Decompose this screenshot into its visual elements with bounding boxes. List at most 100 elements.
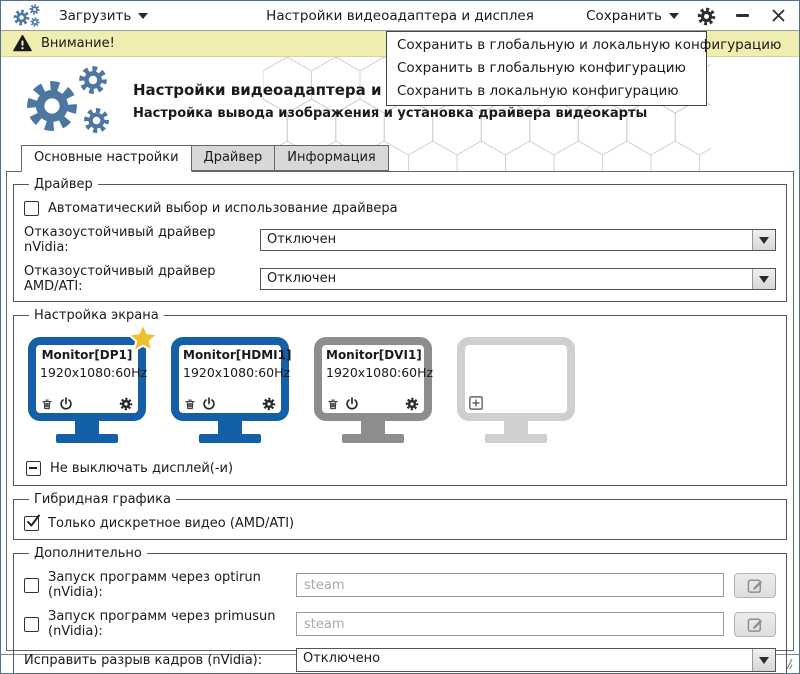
settings-gear-button[interactable] [697,7,716,25]
monitor-card-dvi1[interactable]: Monitor[DVI1] 1920x1080:60Hz [314,337,434,445]
gear-icon [405,397,419,411]
menu-item-save-local[interactable]: Сохранить в локальную конфигурацию [397,83,679,99]
gear-icon [697,7,716,25]
chevron-down-icon [138,12,149,24]
close-button[interactable] [769,7,787,25]
nvidia-failsafe-select[interactable]: Отключен [260,229,776,251]
power-icon[interactable] [59,397,73,411]
nvidia-failsafe-value: Отключен [267,232,337,247]
monitor-name: Monitor[DVI1] [326,348,422,362]
menu-item-save-global-and-local[interactable]: Сохранить в глобальную и локальную конфи… [397,37,782,53]
amd-failsafe-select[interactable]: Отключен [260,268,776,290]
optirun-checkbox[interactable] [24,577,39,593]
monitor-base [199,434,261,443]
primusun-edit-button[interactable] [734,611,776,637]
monitor-card-hdmi1[interactable]: Monitor[HDMI1] 1920x1080:60Hz [171,337,292,445]
discrete-only-checkbox[interactable] [24,514,40,531]
warning-text: Внимание! [41,36,115,51]
monitor-base [485,434,547,443]
extra-group: Дополнительно Запуск программ через opti… [13,546,787,673]
monitor-settings-button[interactable] [262,397,276,411]
page-subtitle: Настройка вывода изображения и установка… [133,106,648,121]
main-panel: Драйвер Автоматический выбор и использов… [6,171,794,673]
tab-main-settings[interactable]: Основные настройки [21,145,192,172]
monitor-list: Monitor[DP1] 1920x1080:60Hz [28,323,776,445]
driver-group: Драйвер Автоматический выбор и использов… [13,177,787,302]
page-title: Настройки видеоадаптера и дисплея [133,81,460,99]
trash-icon[interactable] [184,398,196,411]
monitor-settings-button[interactable] [119,397,133,411]
chevron-down-icon [759,237,769,249]
amd-failsafe-value: Отключен [267,271,337,286]
close-icon [771,9,785,22]
monitor-card-empty[interactable] [457,337,575,445]
edit-pencil-icon [747,579,762,593]
tab-driver[interactable]: Драйвер [190,145,276,171]
discrete-only-label: Только дискретное видео (AMD/ATI) [48,516,295,531]
dropdown-arrow-button[interactable] [752,230,775,250]
window-title: Настройки видеоадаптера и дисплея [266,7,534,24]
auto-driver-label: Автоматический выбор и использование дра… [48,201,398,216]
monitor-resolution: 1920x1080:60Hz [183,365,291,380]
dropdown-arrow-button[interactable] [752,649,775,671]
chevron-down-icon [759,276,769,288]
dropdown-arrow-button[interactable] [752,269,775,289]
power-icon[interactable] [202,397,216,411]
gear-icon [119,397,133,411]
monitor-stand [361,421,385,434]
monitor-stand [504,421,528,434]
warning-icon [13,35,32,52]
monitor-settings-button[interactable] [405,397,419,411]
hybrid-group: Гибридная графика Только дискретное виде… [13,492,787,540]
extra-group-legend: Дополнительно [34,546,142,561]
optirun-label: Запуск программ через optirun (nVidia): [48,570,261,600]
chevron-down-icon [669,12,679,24]
monitor-base [56,434,118,443]
resize-grip[interactable] [781,657,794,670]
primusun-command-input[interactable] [296,612,724,636]
load-menu-button[interactable]: Загрузить [59,7,149,24]
hybrid-group-legend: Гибридная графика [34,492,171,507]
minimize-button[interactable] [733,7,751,25]
screen-group: Настройка экрана Monitor[DP1] 1920x1080:… [13,308,787,486]
monitor-resolution: 1920x1080:60Hz [40,365,148,380]
auto-driver-checkbox[interactable] [24,201,39,216]
keep-display-on-checkbox[interactable] [26,461,41,476]
primusun-label: Запуск программ через primusun (nVidia): [48,609,276,639]
monitor-stand [75,421,99,434]
power-icon[interactable] [345,397,359,411]
keep-display-on-label: Не выключать дисплей(-и) [50,461,234,476]
chevron-down-icon [759,657,769,669]
menu-item-save-global[interactable]: Сохранить в глобальную конфигурацию [397,60,686,76]
monitor-name: Monitor[DP1] [41,348,133,362]
optirun-command-input[interactable] [296,573,724,597]
plus-square-icon [469,396,483,410]
monitor-resolution: 1920x1080:60Hz [326,365,434,380]
save-menu-label: Сохранить [586,7,662,24]
amd-failsafe-label: Отказоустойчивый драйвер AMD/ATI: [24,264,216,294]
check-icon [27,514,40,527]
app-logo-gears-icon [13,3,43,28]
screen-group-legend: Настройка экрана [34,308,159,323]
tearing-fix-select[interactable]: Отключено [296,648,776,672]
save-menu-button[interactable]: Сохранить [586,8,679,24]
load-menu-label: Загрузить [59,7,132,24]
gear-icon [262,397,276,411]
optirun-edit-button[interactable] [734,572,776,598]
trash-icon[interactable] [327,398,339,411]
trash-icon[interactable] [41,398,53,411]
add-monitor-button[interactable] [469,396,483,410]
title-bar: Настройки видеоадаптера и дисплея Загруз… [1,1,799,31]
tab-information[interactable]: Информация [274,145,389,171]
driver-group-legend: Драйвер [34,177,93,192]
edit-pencil-icon [747,618,762,632]
tab-bar: Основные настройки Драйвер Информация [1,145,799,172]
monitor-name: Monitor[HDMI1] [183,348,292,362]
monitor-card-dp1[interactable]: Monitor[DP1] 1920x1080:60Hz [28,323,159,445]
monitor-stand [218,421,242,434]
header-gears-icon [25,65,117,137]
primusun-checkbox[interactable] [24,616,39,632]
nvidia-failsafe-label: Отказоустойчивый драйвер nVidia: [24,225,216,255]
save-dropdown-menu: Сохранить в глобальную и локальную конфи… [386,31,782,106]
